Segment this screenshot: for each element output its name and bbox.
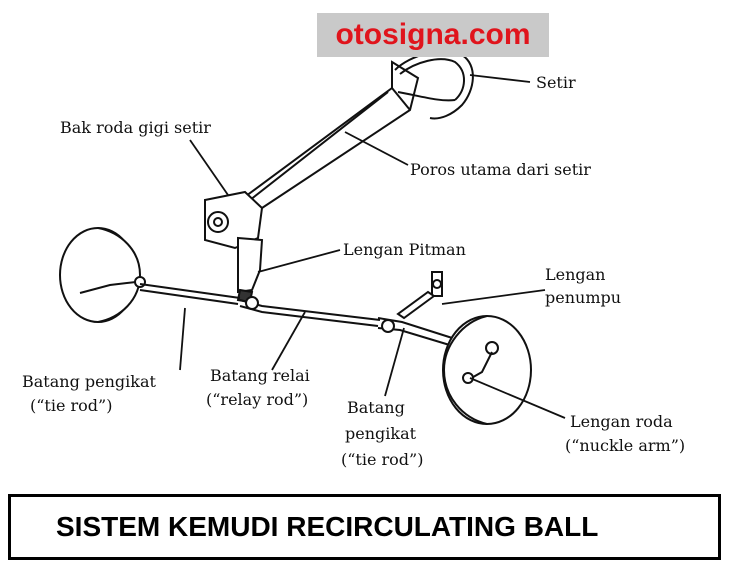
steering-wheel <box>394 50 474 120</box>
label-lengan: Lengan <box>545 265 606 284</box>
watermark: otosigna.com <box>317 13 549 57</box>
label-bak-roda: Bak roda gigi setir <box>60 118 211 137</box>
right-wheel <box>442 315 532 425</box>
label-batang-relai: Batang relai <box>210 366 310 385</box>
diagram-title: SISTEM KEMUDI RECIRCULATING BALL <box>56 511 599 542</box>
watermark-text: otosigna.com <box>335 18 531 51</box>
label-setir: Setir <box>536 73 576 92</box>
label-tie-rod-right: (“tie rod”) <box>341 450 424 469</box>
label-batang-pengikat-left: Batang pengikat <box>22 372 156 391</box>
label-nuckle-arm: (“nuckle arm”) <box>565 436 686 455</box>
label-batang-right: Batang <box>347 398 405 417</box>
title-box: SISTEM KEMUDI RECIRCULATING BALL <box>8 494 721 560</box>
label-pengikat-right: pengikat <box>345 424 417 443</box>
idler-arm <box>396 271 443 320</box>
label-lengan-roda: Lengan roda <box>570 412 673 431</box>
leader-lines <box>179 74 566 419</box>
label-lengan-pitman: Lengan Pitman <box>343 240 466 259</box>
steering-column <box>244 60 420 210</box>
steering-gear-box <box>204 190 264 304</box>
left-wheel <box>59 227 146 323</box>
label-tie-rod-left: (“tie rod”) <box>30 396 113 415</box>
label-relay-rod: (“relay rod”) <box>206 390 309 409</box>
label-penumpu: penumpu <box>545 288 622 307</box>
label-poros: Poros utama dari setir <box>410 160 591 179</box>
